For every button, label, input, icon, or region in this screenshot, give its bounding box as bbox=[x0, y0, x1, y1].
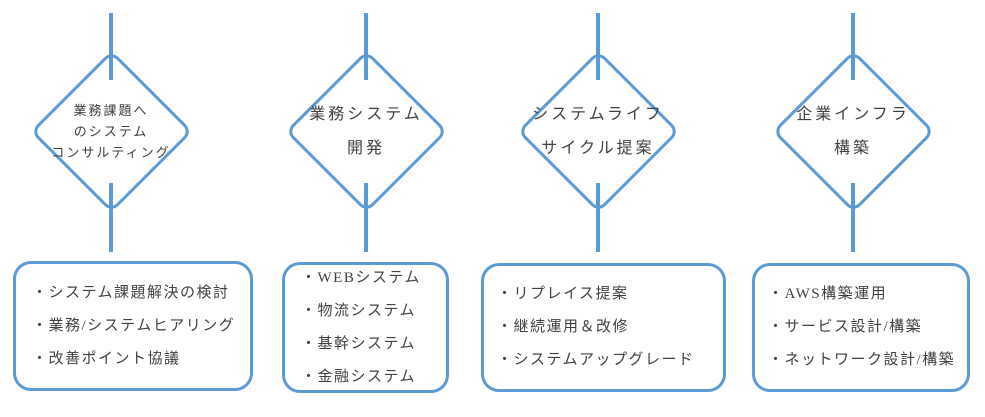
detail-box-consulting: ・システム課題解決の検討 ・業務/システムヒアリング ・改善ポイント協議 bbox=[13, 261, 253, 391]
list-item: ・基幹システム bbox=[301, 335, 417, 352]
list-item: ・継続運用＆改修 bbox=[497, 319, 630, 335]
diamond-label-line: 企業インフラ bbox=[796, 105, 910, 123]
list-item: ・AWS構築運用 bbox=[768, 286, 888, 302]
connector-line-bottom-consulting bbox=[109, 183, 113, 252]
diamond-label-lifecycle: システムライフ サイクル提案 bbox=[503, 74, 693, 189]
connector-line-top-development bbox=[364, 13, 368, 80]
connector-line-top-lifecycle bbox=[596, 13, 600, 80]
list-item: ・システムアップグレード bbox=[497, 352, 695, 368]
detail-box-infrastructure: ・AWS構築運用 ・サービス設計/構築 ・ネットワーク設計/構築 bbox=[752, 263, 970, 392]
list-item: ・リプレイス提案 bbox=[497, 286, 629, 302]
list-item: ・WEBシステム bbox=[301, 269, 421, 286]
diamond-label-line: サイクル提案 bbox=[541, 139, 655, 157]
list-item: ・金融システム bbox=[301, 368, 417, 385]
list-item: ・物流システム bbox=[301, 302, 417, 319]
list-item: ・改善ポイント協議 bbox=[32, 350, 181, 367]
diamond-label-infrastructure: 企業インフラ 構築 bbox=[758, 74, 948, 189]
connector-line-bottom-lifecycle bbox=[596, 183, 600, 252]
diamond-label-development: 業務システム 開発 bbox=[271, 74, 461, 189]
detail-box-lifecycle: ・リプレイス提案 ・継続運用＆改修 ・システムアップグレード bbox=[481, 263, 726, 392]
list-item: ・サービス設計/構築 bbox=[768, 319, 923, 335]
connector-line-top-consulting bbox=[109, 13, 113, 80]
list-item: ・システム課題解決の検討 bbox=[32, 284, 230, 301]
diamond-label-line: 業務課題へ bbox=[73, 103, 149, 118]
diamond-label-line: 構築 bbox=[833, 139, 872, 157]
diamond-label-line: 開発 bbox=[346, 139, 385, 157]
diamond-label-line: 業務システム bbox=[309, 105, 423, 123]
detail-box-development: ・WEBシステム ・物流システム ・基幹システム ・金融システム bbox=[282, 262, 449, 393]
diamond-label-consulting: 業務課題へ のシステム コンサルティング bbox=[16, 74, 206, 189]
list-item: ・ネットワーク設計/構築 bbox=[768, 352, 956, 368]
connector-line-bottom-infrastructure bbox=[851, 183, 855, 252]
connector-line-bottom-development bbox=[364, 183, 368, 252]
list-item: ・業務/システムヒアリング bbox=[32, 317, 236, 334]
connector-line-top-infrastructure bbox=[851, 13, 855, 80]
diamond-label-line: コンサルティング bbox=[51, 145, 171, 160]
diamond-label-line: システムライフ bbox=[532, 105, 664, 123]
diamond-label-line: のシステム bbox=[73, 124, 149, 139]
